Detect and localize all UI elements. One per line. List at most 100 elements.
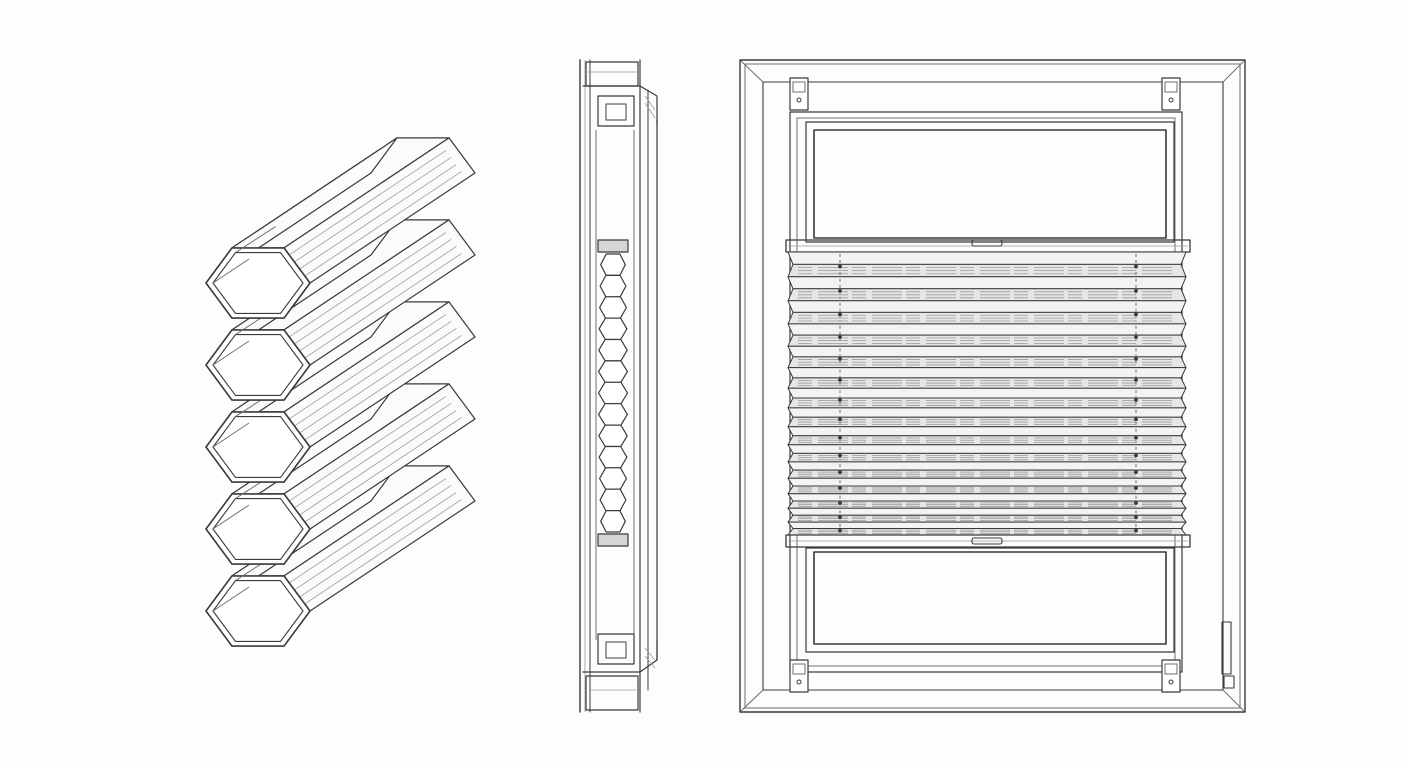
cord-eyelet	[1134, 435, 1138, 440]
section-frame	[579, 59, 658, 713]
cord-eyelet	[1134, 264, 1138, 269]
cell-shading	[304, 417, 462, 523]
cord-eyelet	[1134, 486, 1138, 490]
cell-front-outer	[205, 411, 311, 483]
cord-eyelet	[838, 357, 842, 361]
cell-shading	[304, 499, 462, 605]
cord-eyelet	[838, 486, 842, 490]
cell-shading	[294, 321, 452, 427]
section-cell	[598, 338, 628, 362]
pleat	[787, 426, 1187, 446]
pleat-upper-face	[787, 507, 1187, 516]
cord-eyelet	[1134, 335, 1138, 339]
cord-eyelet	[838, 528, 842, 533]
mounting-bracket	[1161, 659, 1181, 693]
section-cell	[599, 488, 627, 512]
bracket-screw	[796, 679, 802, 685]
section-cell	[598, 424, 628, 448]
cord-eyelet	[1134, 288, 1138, 293]
bracket-clip	[1164, 81, 1178, 93]
cell-depth-line	[212, 258, 250, 284]
pleat-upper-face	[787, 477, 1187, 487]
cord-eyelet	[1134, 312, 1138, 317]
pleat	[787, 323, 1187, 347]
cord-eyelet	[838, 501, 842, 505]
cord-eyelet	[1134, 528, 1138, 533]
section-cell	[598, 296, 628, 319]
section-cell	[600, 253, 626, 276]
cell-front-outer	[205, 329, 311, 401]
mounting-bracket	[789, 659, 809, 693]
pleated-fabric	[787, 251, 1187, 536]
cell-shading	[299, 492, 457, 598]
cord-eyelet	[838, 453, 842, 458]
blind-bottom-rail	[785, 534, 1191, 548]
cord-eyelet	[838, 335, 842, 339]
cell-shading	[304, 253, 462, 359]
cord-eyelet	[838, 264, 842, 269]
cell-shading	[299, 164, 457, 270]
cell-shading	[288, 478, 447, 584]
bracket-plate	[1161, 77, 1181, 111]
cord-eyelet	[838, 312, 842, 317]
cell-shading	[299, 246, 457, 352]
pleat-upper-face	[787, 276, 1187, 290]
cell-shading	[288, 232, 447, 338]
bracket-clip	[1164, 663, 1178, 675]
pleat-upper-face	[787, 407, 1187, 418]
pleat	[787, 276, 1187, 302]
cell-front-outer	[205, 247, 311, 319]
cord-eyelet	[1134, 515, 1138, 520]
section-cell	[597, 403, 629, 426]
pleat	[787, 461, 1187, 479]
bracket-screw	[1168, 679, 1174, 685]
cell-depth-line	[212, 422, 250, 448]
pleat-upper-face	[787, 300, 1187, 313]
cell-depth-line	[235, 226, 276, 254]
section-honeycomb-stack	[597, 253, 629, 533]
section-head-profile	[582, 61, 658, 127]
pleat	[787, 493, 1187, 509]
cord-eyelet	[838, 435, 842, 440]
pleat	[787, 507, 1187, 523]
pleat	[787, 367, 1187, 389]
section-cell	[597, 381, 629, 405]
cord-eyelet	[838, 398, 842, 402]
pleat	[787, 407, 1187, 428]
section-cell	[599, 274, 627, 298]
pleat	[787, 477, 1187, 495]
cell-depth-line	[212, 586, 250, 612]
section-cell	[598, 467, 628, 490]
section-cell	[600, 510, 626, 533]
cell-shading	[294, 485, 452, 591]
pleat	[787, 345, 1187, 369]
honeycomb-cells-perspective	[205, 137, 476, 647]
section-bottom-rail	[597, 533, 629, 547]
pleat	[787, 521, 1187, 536]
cell-shading	[288, 396, 447, 502]
cord-eyelet	[838, 288, 842, 293]
bracket-clip	[792, 663, 806, 675]
cord-eyelet	[838, 377, 842, 382]
cord-eyelet	[1134, 377, 1138, 382]
cord-eyelet	[1134, 417, 1138, 422]
cell-shading	[294, 403, 452, 509]
section-sill-profile	[582, 633, 658, 711]
cell-shading	[299, 410, 457, 516]
cord-eyelet	[838, 417, 842, 422]
section-cell	[598, 445, 628, 469]
pleat-upper-face	[787, 323, 1187, 336]
pleat-upper-face	[787, 345, 1187, 358]
cell-shading	[304, 171, 462, 277]
mounting-bracket	[1161, 77, 1181, 111]
pleat	[787, 387, 1187, 409]
cell-shading	[288, 150, 447, 256]
cell-shading	[304, 335, 462, 441]
window-front-view	[739, 59, 1246, 713]
cell-front-outer	[205, 493, 311, 565]
cell-depth-line	[212, 504, 250, 530]
cell-depth-line	[212, 340, 250, 366]
cord-eyelet	[838, 470, 842, 475]
